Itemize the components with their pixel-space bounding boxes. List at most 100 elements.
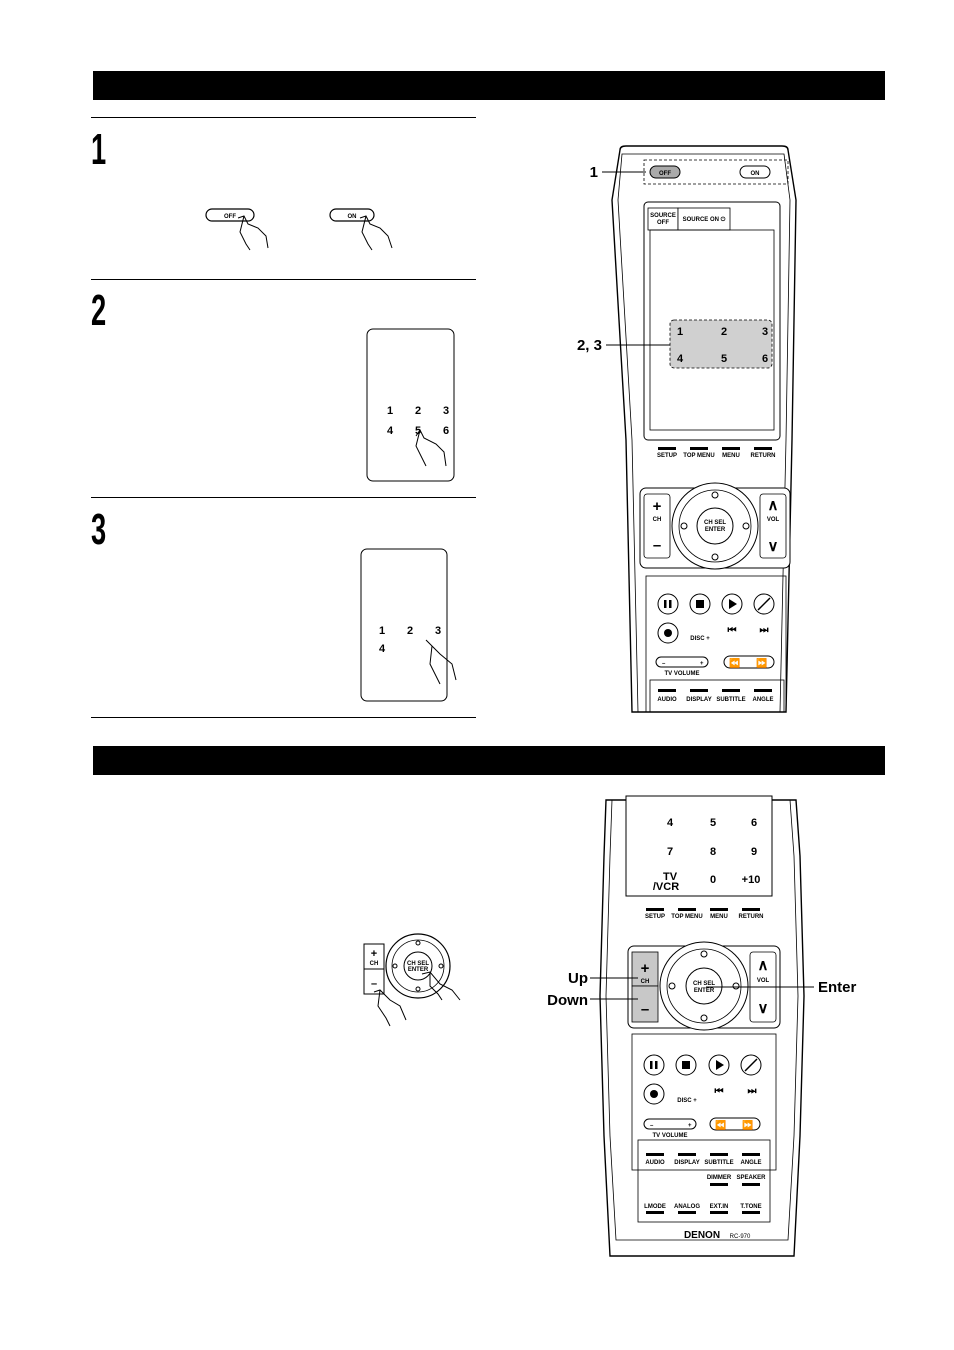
- svg-text:SETUP: SETUP: [645, 914, 665, 920]
- svg-text:+: +: [688, 1123, 692, 1129]
- step-divider: [91, 279, 476, 280]
- brand-logo: DENON: [684, 1230, 720, 1241]
- svg-text:ANALOG: ANALOG: [674, 1204, 700, 1210]
- svg-text:CH: CH: [653, 517, 662, 523]
- svg-text:VOL: VOL: [757, 978, 770, 984]
- svg-text:CH: CH: [641, 979, 650, 985]
- svg-text:OFF: OFF: [657, 220, 669, 226]
- svg-text:5: 5: [721, 353, 727, 365]
- svg-text:VOL: VOL: [767, 517, 780, 523]
- svg-text:∧: ∧: [758, 957, 769, 974]
- svg-text:∨: ∨: [758, 1000, 769, 1017]
- svg-text:4: 4: [387, 425, 394, 437]
- vol-down: ∨: [768, 538, 779, 555]
- step1-illustration: OFF ON: [205, 208, 393, 251]
- svg-text:7: 7: [667, 846, 673, 858]
- svg-text:ANGLE: ANGLE: [741, 1160, 762, 1166]
- callout-up: Up: [568, 970, 588, 987]
- ch-plus: +: [653, 498, 662, 515]
- model-number: RC-970: [730, 1234, 751, 1240]
- svg-text:OFF: OFF: [224, 214, 236, 220]
- svg-text:–: –: [650, 1123, 654, 1129]
- svg-text:3: 3: [762, 326, 768, 338]
- step-number-3: 3: [91, 505, 107, 554]
- svg-text:ON: ON: [751, 171, 760, 177]
- svg-text:⏩: ⏩: [756, 657, 767, 668]
- callout-label-2-3: 2, 3: [577, 337, 602, 354]
- step3-touchscreen-illustration: 1 2 3 4: [360, 548, 457, 702]
- svg-text:ANGLE: ANGLE: [753, 697, 774, 703]
- svg-text:–: –: [662, 661, 666, 667]
- svg-text:0: 0: [710, 874, 716, 886]
- svg-text:CH SEL: CH SEL: [407, 961, 429, 967]
- section-header-bar-2: [93, 746, 885, 775]
- ch-minus: –: [653, 537, 661, 554]
- svg-text:4: 4: [677, 353, 684, 365]
- svg-text:SUBTITLE: SUBTITLE: [704, 1160, 733, 1166]
- finger-hand-icon: [425, 639, 457, 685]
- svg-text:ON: ON: [348, 214, 357, 220]
- svg-text:3: 3: [443, 405, 449, 417]
- svg-text:2: 2: [721, 326, 727, 338]
- svg-text:MENU: MENU: [722, 453, 740, 459]
- step-divider: [91, 117, 476, 118]
- svg-text:TOP MENU: TOP MENU: [671, 914, 702, 920]
- svg-text:/VCR: /VCR: [653, 881, 679, 893]
- section-header-bar-1: [93, 71, 885, 100]
- svg-text:⏭: ⏭: [760, 625, 769, 636]
- svg-text:DISPLAY: DISPLAY: [686, 697, 711, 703]
- svg-text:ENTER: ENTER: [705, 527, 726, 533]
- svg-text:1: 1: [379, 625, 385, 637]
- enter-button: CH SEL: [693, 981, 715, 987]
- svg-text:TV: TV: [663, 871, 678, 883]
- svg-text:TV VOLUME: TV VOLUME: [664, 671, 699, 677]
- svg-text:2: 2: [407, 625, 413, 637]
- svg-text:⏪: ⏪: [729, 657, 740, 668]
- vol-up: ∧: [768, 497, 779, 514]
- ch-up-button: +: [641, 960, 650, 977]
- ch-down-button: –: [641, 1001, 649, 1018]
- ch-dial-illustration: + CH – CH SEL ENTER: [363, 933, 461, 1027]
- step-divider: [91, 717, 476, 718]
- callout-enter: Enter: [818, 979, 857, 996]
- menu-button-row: SETUP TOP MENU MENU RETURN: [657, 447, 776, 459]
- svg-text:EXT.IN: EXT.IN: [710, 1204, 729, 1210]
- svg-text:TV VOLUME: TV VOLUME: [652, 1133, 687, 1139]
- svg-text:DISC +: DISC +: [690, 636, 710, 642]
- svg-text:1: 1: [677, 326, 683, 338]
- svg-text:2: 2: [415, 405, 421, 417]
- svg-text:1: 1: [387, 405, 393, 417]
- svg-text:+: +: [700, 661, 704, 667]
- svg-text:DISPLAY: DISPLAY: [674, 1160, 699, 1166]
- off-button: OFF: [205, 208, 255, 222]
- svg-text:+10: +10: [742, 874, 761, 886]
- svg-text:RETURN: RETURN: [751, 453, 776, 459]
- finger-hand-icon: [359, 215, 393, 251]
- svg-text:OFF: OFF: [659, 171, 671, 177]
- callout-label-1: 1: [590, 164, 598, 181]
- finger-hand-icon: [373, 989, 407, 1027]
- svg-text:⏮: ⏮: [728, 625, 737, 636]
- svg-text:4: 4: [667, 817, 674, 829]
- svg-text:ENTER: ENTER: [408, 967, 429, 973]
- svg-text:RETURN: RETURN: [739, 914, 764, 920]
- finger-hand-icon: [415, 429, 447, 467]
- svg-text:9: 9: [751, 846, 757, 858]
- svg-text:CH: CH: [370, 961, 379, 967]
- svg-text:SUBTITLE: SUBTITLE: [716, 697, 745, 703]
- svg-text:6: 6: [762, 353, 768, 365]
- svg-text:LMODE: LMODE: [644, 1204, 666, 1210]
- svg-text:⏮: ⏮: [715, 1086, 724, 1097]
- svg-text:⏭: ⏭: [748, 1086, 757, 1097]
- step-number-2: 2: [91, 286, 107, 335]
- power-off-button: OFF: [649, 165, 681, 179]
- remote-illustration-top: 1 OFF ON SOURCE OFF SOURCE ON ⏻ 2, 3 1 2…: [577, 145, 797, 713]
- svg-text:5: 5: [415, 425, 421, 437]
- svg-text:DIMMER: DIMMER: [707, 1175, 732, 1181]
- svg-text:3: 3: [435, 625, 441, 637]
- svg-text:4: 4: [379, 643, 386, 655]
- step-number-1: 1: [91, 125, 107, 174]
- svg-text:AUDIO: AUDIO: [645, 1160, 665, 1166]
- svg-text:–: –: [371, 978, 377, 990]
- svg-text:6: 6: [443, 425, 449, 437]
